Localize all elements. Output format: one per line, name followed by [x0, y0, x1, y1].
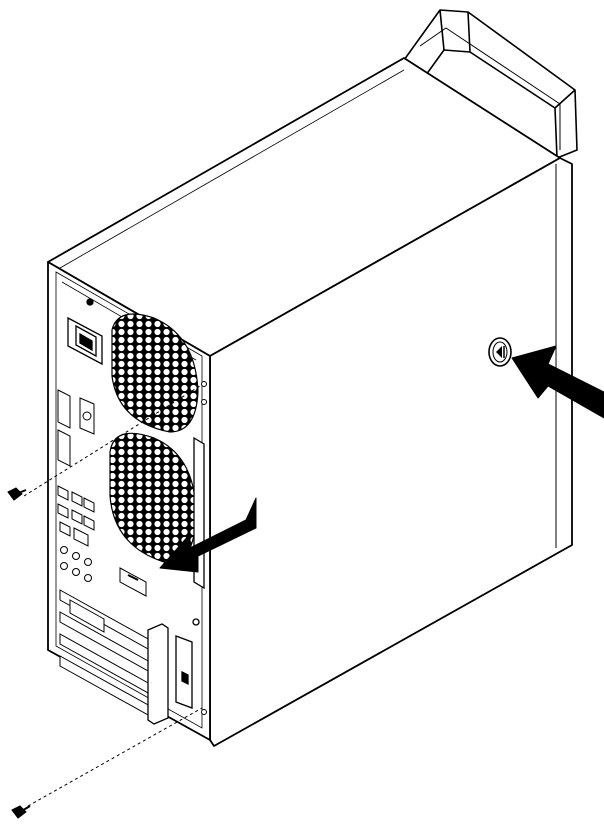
- cover-release-button: [488, 337, 512, 367]
- press-button-arrow: [511, 345, 604, 419]
- expansion-slots: [59, 589, 151, 717]
- screw-holes: [201, 381, 207, 715]
- slot-cover-bracket: [147, 618, 200, 725]
- io-ports: [57, 389, 147, 597]
- side-cover: [209, 157, 573, 747]
- screw-guide-lines: [23, 385, 203, 807]
- thumbscrew-bottom: [11, 805, 31, 819]
- power-supply-fan-grille: [111, 313, 199, 433]
- slide-cover-arrow: [159, 497, 257, 573]
- power-connector: [67, 298, 103, 366]
- thumbscrew-top: [7, 487, 27, 501]
